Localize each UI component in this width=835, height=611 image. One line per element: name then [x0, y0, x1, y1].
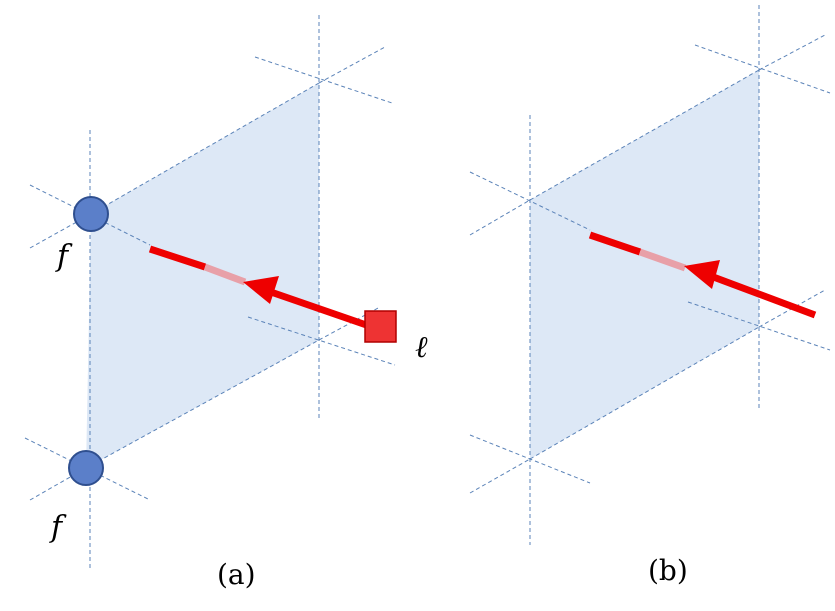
lattice-line	[90, 82, 320, 215]
arrow-tail	[588, 231, 642, 256]
lattice-line	[687, 301, 831, 351]
lattice-line	[85, 339, 320, 469]
lattice-line	[469, 458, 531, 494]
lattice-line	[529, 69, 760, 201]
site-circle-bottom	[68, 450, 104, 486]
lattice-line	[469, 434, 591, 484]
arrow-shaft	[706, 271, 817, 319]
lattice-line	[469, 171, 591, 231]
arrow-faded-segment	[203, 263, 247, 286]
lattice-line	[318, 46, 386, 84]
arrowhead	[243, 276, 279, 304]
lattice-line	[29, 184, 151, 246]
lattice-line	[469, 199, 531, 236]
site-label-bottom: f	[49, 510, 67, 545]
lattice-line	[29, 467, 87, 501]
lattice-line	[758, 34, 826, 71]
lattice-line	[254, 56, 393, 104]
unit-cell-b	[530, 70, 759, 459]
arrow-shaft	[266, 287, 377, 332]
marker-square	[364, 310, 397, 343]
marker-label: ℓ	[415, 330, 428, 365]
caption-a: (a)	[217, 558, 256, 591]
panel-b: (b)	[469, 5, 831, 587]
panel-a: f f ℓ (a)	[24, 15, 428, 591]
lattice-line	[24, 437, 151, 501]
caption-b: (b)	[648, 554, 688, 587]
lattice-line	[247, 316, 396, 366]
arrow-tail	[148, 245, 207, 271]
arrowhead	[684, 260, 720, 289]
arrow-faded-segment	[638, 248, 687, 272]
lattice-line	[694, 44, 831, 94]
lattice-line	[529, 326, 760, 460]
site-label-top: f	[55, 239, 73, 274]
unit-cell-a	[86, 83, 319, 468]
site-circle-top	[73, 196, 109, 232]
